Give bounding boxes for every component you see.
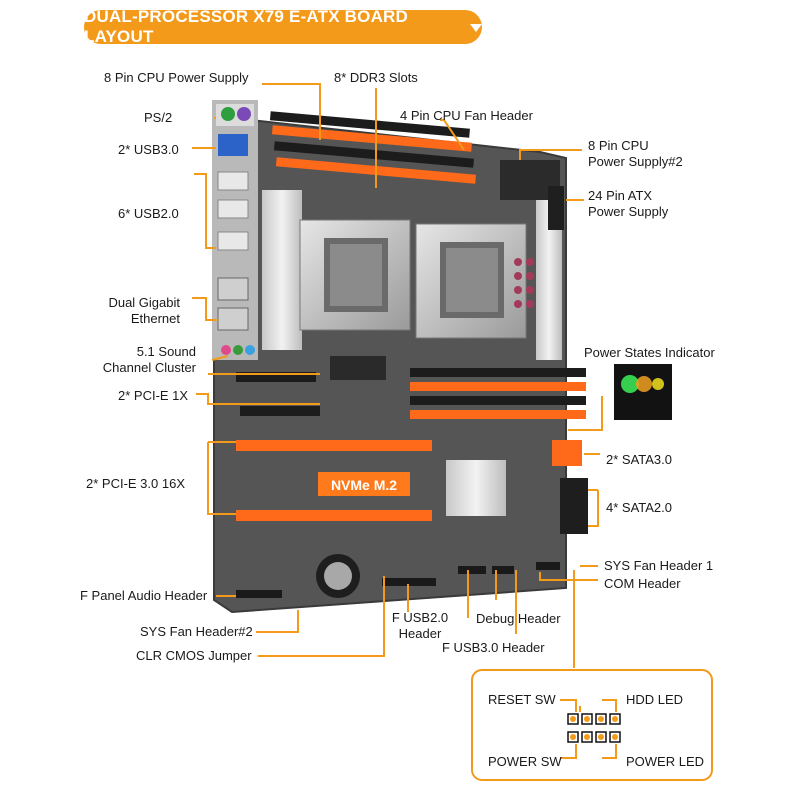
label-atx-24pin-line1: 24 Pin ATX (588, 188, 653, 203)
label-power-led: POWER LED (626, 754, 705, 769)
dimm-slots-bottom (410, 368, 586, 419)
label-usb3: 2* USB3.0 (118, 142, 179, 157)
label-ddr3-slots: 8* DDR3 Slots (334, 70, 418, 85)
sata2-ports (560, 478, 588, 534)
label-cpu-power-8pin-2-line1: 8 Pin CPU (588, 138, 649, 153)
power-states-indicator-image (614, 364, 672, 420)
label-atx-24pin-line2: Power Supply (588, 204, 669, 219)
cpu-socket-2 (415, 223, 527, 339)
label-f-audio: F Panel Audio Header (80, 588, 208, 603)
label-f-usb3: F USB3.0 Header (442, 640, 545, 655)
nvme-slot (318, 472, 410, 496)
leader-lines (192, 83, 603, 668)
label-ethernet-line2: Ethernet (130, 311, 180, 326)
label-usb2: 6* USB2.0 (118, 206, 179, 221)
pcie-16x-slot-2 (236, 510, 432, 521)
vrm-heatsink-left (262, 190, 302, 350)
label-pcie-1x: 2* PCI-E 1X (118, 388, 189, 403)
front-panel-diagram (471, 669, 713, 781)
label-ethernet-line1: Dual Gigabit (108, 295, 180, 310)
label-clr-cmos: CLR CMOS Jumper (136, 648, 252, 663)
label-hdd-led: HDD LED (626, 692, 684, 707)
label-cpu-power-8pin-2-line2: Power Supply#2 (588, 154, 683, 169)
rear-io (212, 100, 258, 360)
label-pcie-16x: 2* PCI-E 3.0 16X (86, 476, 185, 491)
label-cpu-fan-4pin: 4 Pin CPU Fan Header (400, 108, 533, 123)
label-f-usb2-line2: Header (398, 626, 442, 641)
pcie-16x-slot-1 (236, 440, 432, 451)
label-sound-line2: Channel Cluster (102, 360, 196, 375)
label-com-header: COM Header (604, 576, 681, 591)
label-sys-fan-2: SYS Fan Header#2 (140, 624, 253, 639)
label-debug-header: Debug Header (476, 611, 561, 626)
label-ps2: PS/2 (144, 110, 173, 125)
page-title: DUAL-PROCESSOR X79 E-ATX BOARD LAYOUT (84, 7, 408, 46)
label-reset-sw: RESET SW (488, 692, 556, 707)
label-f-usb2-line1: F USB2.0 (391, 610, 449, 625)
label-cpu-power-8pin: 8 Pin CPU Power Supply (104, 70, 249, 85)
label-power-sw: POWER SW (488, 754, 562, 769)
cpu-socket-1 (299, 219, 411, 331)
chipset-heatsink (446, 460, 506, 516)
label-power-states: Power States Indicator (584, 345, 715, 360)
chevron-down-icon (470, 24, 482, 32)
label-sys-fan-1: SYS Fan Header 1 (604, 558, 714, 573)
label-sata2: 4* SATA2.0 (606, 500, 672, 515)
label-sound-line1: 5.1 Sound (136, 344, 196, 359)
nvme-text: NVMe M.2 (331, 477, 397, 493)
label-sata3: 2* SATA3.0 (606, 452, 672, 467)
title-banner: DUAL-PROCESSOR X79 E-ATX BOARD LAYOUT (84, 7, 482, 46)
sata3-ports (552, 440, 582, 466)
